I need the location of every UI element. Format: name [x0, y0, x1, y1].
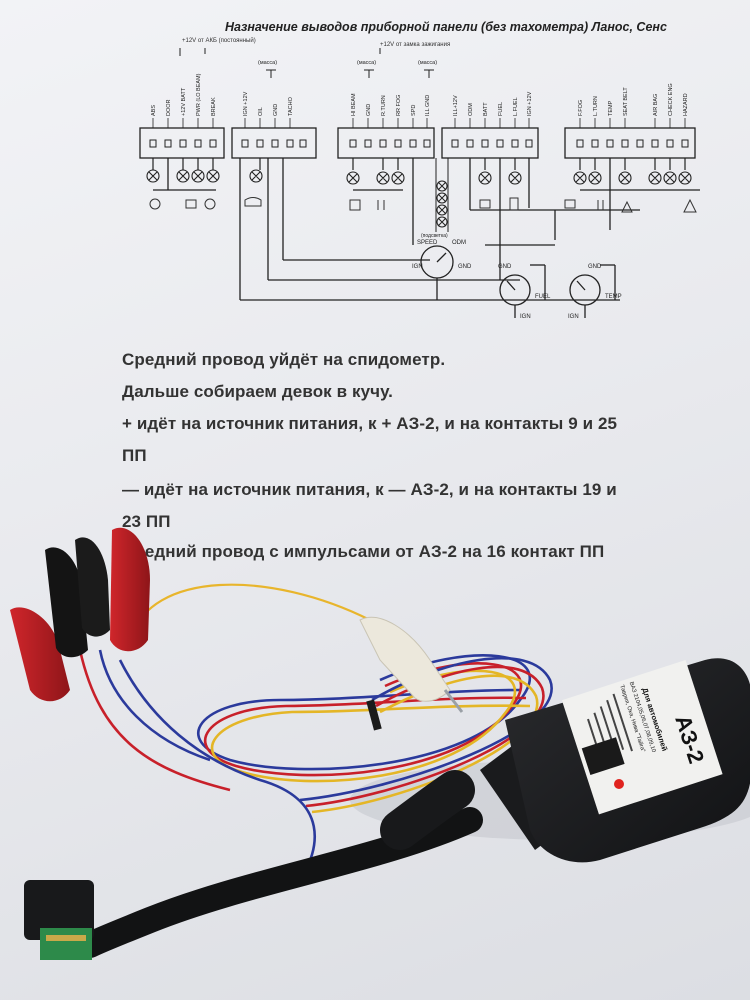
instruction-line-6: 23 ПП: [122, 512, 171, 531]
pin-label-4-2: ODM: [468, 103, 474, 116]
hall-sensor: [24, 880, 94, 960]
label-ign-fuel: IGN: [520, 314, 531, 320]
wiring-diagram: ABS DOOR +12V BATT PWR (LO BEAM) BREAK IGN +1…: [139, 48, 700, 320]
connector-block-2: [231, 127, 317, 159]
pin-label-4-6: IGN +12V: [527, 91, 533, 116]
label-gnd-fuel: GND: [498, 264, 512, 270]
clip-red-left: [10, 607, 70, 702]
az2-module: АЗ-2 Для автомобилей ВАЗ 2104,05,06,07,0…: [505, 658, 750, 863]
connector-block-5: [564, 127, 696, 159]
pin-label-3-2: GND: [366, 104, 372, 116]
pin-label-2-4: TACHO: [288, 96, 294, 116]
label-backlight: (подсветка): [421, 233, 448, 239]
connector-block-3: [337, 127, 435, 159]
pin-label-3-5: SPD: [411, 105, 417, 116]
label-gnd-speed: GND: [458, 264, 472, 270]
pin-label-5-3: TEMP: [608, 100, 614, 116]
pin-label-2-2: OIL: [258, 107, 264, 116]
pin-label-5-1: F.FOG: [578, 100, 584, 116]
instruction-line-2: Дальше собираем девок в кучу.: [122, 382, 393, 401]
pin-label-4-1: ILL+12V: [453, 95, 459, 116]
pin-label-3-3: R.TURN: [381, 95, 387, 116]
pin-label-5-7: HAZARD: [683, 93, 689, 116]
instruction-line-3: + идёт на источник питания, к + АЗ-2, и …: [122, 414, 618, 433]
pin-label-5-5: AIR BAG: [653, 94, 659, 116]
diagram-title: Назначение выводов приборной панели (без…: [225, 20, 667, 34]
pin-label-1-1: ABS: [151, 105, 157, 116]
clip-white: [359, 616, 464, 713]
label-ign-temp: IGN: [568, 314, 579, 320]
pin-label-4-5: L.FUEL: [513, 97, 519, 116]
instruction-line-7: Средний провод с импульсами от АЗ-2 на 1…: [122, 542, 605, 561]
label-fuel: FUEL: [535, 294, 551, 300]
pin-label-5-6: CHECK ENG: [668, 83, 674, 116]
pin-label-3-4: RR FOG: [396, 95, 402, 116]
instruction-line-4: ПП: [122, 446, 147, 465]
pin-label-3-6: ILL GND: [425, 95, 431, 116]
connector-block-4: [441, 127, 539, 159]
label-mass-3: (масса): [418, 60, 437, 66]
instruction-line-1: Средний провод уйдёт на спидометр.: [122, 350, 446, 369]
pin-label-2-1: IGN +12V: [243, 91, 249, 116]
label-temp: TEMP: [605, 294, 622, 300]
pin-label-5-2: L.TURN: [593, 96, 599, 116]
connector-block-1: [139, 127, 225, 159]
led-indicator: [614, 779, 624, 789]
note-ignition: +12V от замка зажигания: [380, 42, 451, 48]
pin-label-4-3: BATT: [483, 102, 489, 116]
clip-black-2: [75, 537, 110, 637]
label-mass-1: (масса): [258, 60, 277, 66]
pin-label-3-1: HI BEAM: [351, 93, 357, 116]
label-ign-speed: IGN: [412, 264, 423, 270]
pin-label-5-4: SEAT BELT: [623, 87, 629, 116]
label-mass-2: (масса): [357, 60, 376, 66]
label-gnd-temp: GND: [588, 264, 602, 270]
pin-label-1-4: PWR (LO BEAM): [196, 73, 202, 116]
label-odm: ODM: [452, 240, 466, 246]
note-battery: +12V от АКБ (постоянный): [182, 38, 256, 44]
pin-label-4-4: FUEL: [498, 102, 504, 116]
label-speed: SPEED: [417, 240, 438, 246]
pin-label-2-3: GND: [273, 104, 279, 116]
clip-red-right: [110, 527, 150, 652]
instruction-line-5: — идёт на источник питания, к — АЗ-2, и …: [122, 480, 617, 499]
pin-label-1-3: +12V BATT: [181, 87, 187, 116]
pin-label-1-5: BREAK: [211, 97, 217, 116]
pin-label-1-2: DOOR: [166, 99, 172, 116]
clip-black-1: [45, 547, 88, 658]
